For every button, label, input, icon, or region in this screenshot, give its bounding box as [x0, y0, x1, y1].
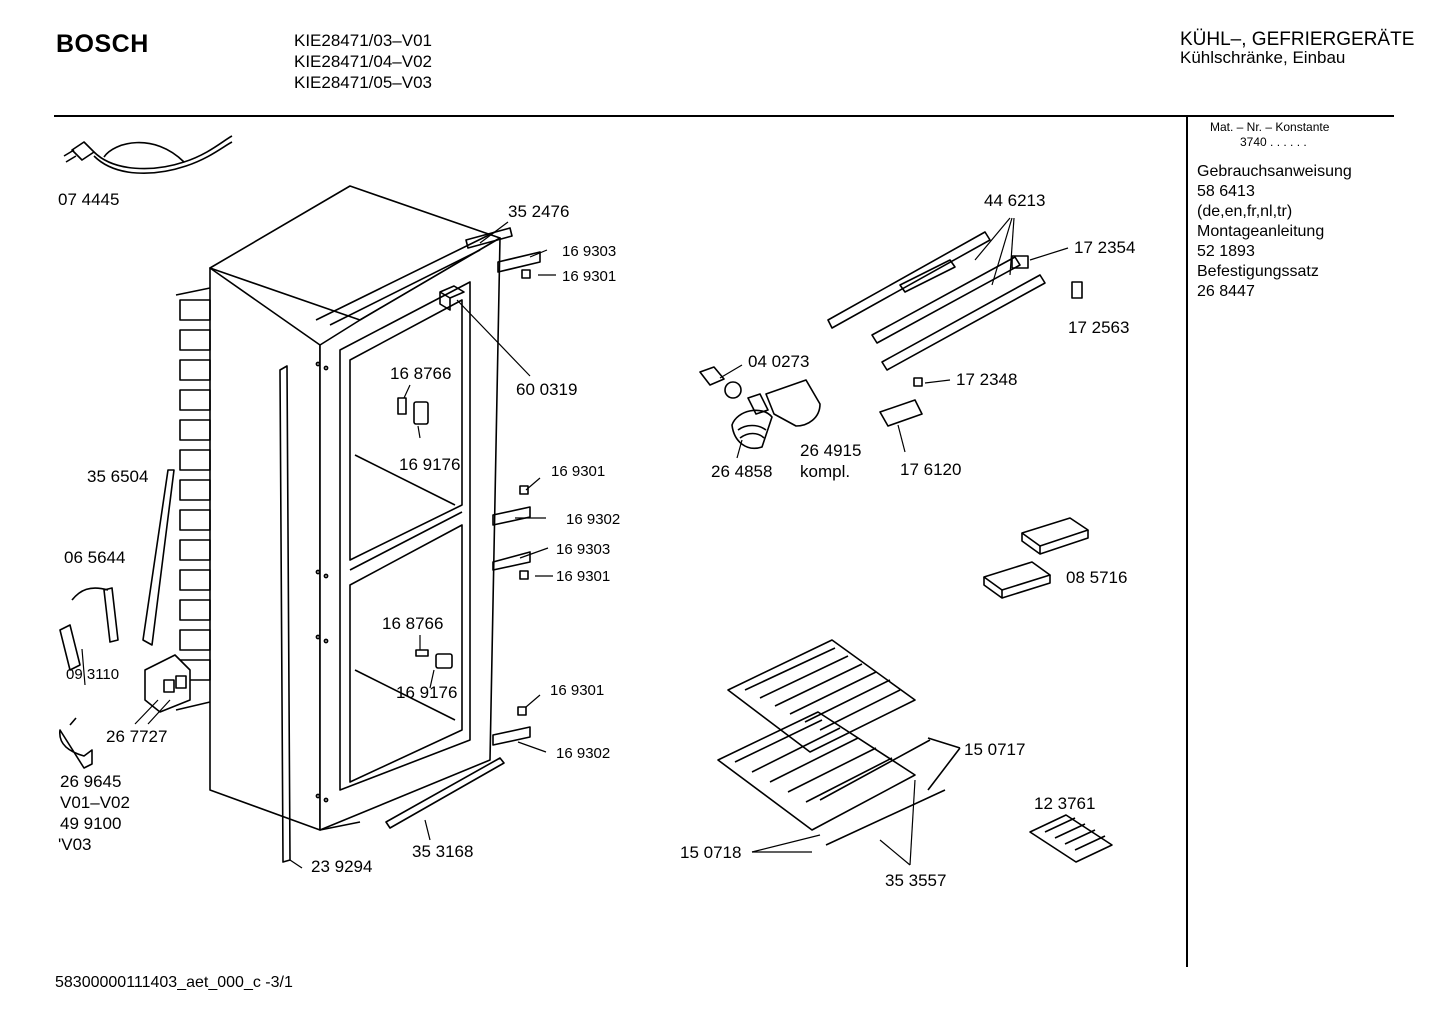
starter-relay-icon: [144, 654, 191, 713]
part-label-group: 07 4445 35 2476 16 9303 16 9301 60 0319 …: [58, 190, 1135, 890]
part-label: 26 4915: [800, 441, 861, 460]
part-label: 16 9176: [399, 455, 460, 474]
part-label: 16 9301: [550, 682, 604, 699]
part-label: 16 9303: [556, 541, 610, 558]
part-label: 16 9301: [562, 268, 616, 285]
condenser-coil-icon: [175, 287, 211, 711]
sidebar-line: Gebrauchsanweisung: [1197, 163, 1352, 180]
thermostat-icon: [439, 285, 465, 311]
sidebar-line: 52 1893: [1197, 243, 1255, 260]
part-label: 35 3557: [885, 871, 946, 890]
part-label: 16 8766: [382, 614, 443, 633]
part-label: 35 3168: [412, 842, 473, 861]
hinge-icon: [492, 251, 541, 746]
part-label: 26 4858: [711, 462, 772, 481]
part-label: 44 6213: [984, 191, 1045, 210]
part-label: 35 2476: [508, 202, 569, 221]
part-label: 16 9301: [551, 463, 605, 480]
filter-drier-icon: [59, 587, 119, 671]
part-label: 04 0273: [748, 352, 809, 371]
part-label: 17 2563: [1068, 318, 1129, 337]
sidebar-line: 58 6413: [1197, 183, 1255, 200]
part-label: 12 3761: [1034, 794, 1095, 813]
wire-shelf-icon: [717, 639, 961, 846]
model-number-2: KIE28471/04–V02: [294, 52, 433, 71]
ice-cube-tray-icon: [1029, 814, 1113, 863]
part-label: 15 0718: [680, 843, 741, 862]
bottom-trim-icon: [385, 757, 505, 829]
part-label: 35 6504: [87, 467, 148, 486]
part-label: 16 9302: [556, 745, 610, 762]
model-number-1: KIE28471/03–V01: [294, 31, 433, 50]
sidebar-heading-value: 3740 . . . . . .: [1240, 135, 1307, 149]
light-assembly-icon: [699, 366, 821, 449]
fridge-cabinet-icon: [209, 185, 501, 831]
sidebar-line: Befestigungssatz: [1197, 263, 1319, 280]
model-number-3: KIE28471/05–V03: [294, 73, 433, 92]
category-subtitle: Kühlschränke, Einbau: [1180, 48, 1346, 67]
part-label: 'V03: [58, 835, 92, 854]
part-label: 16 9301: [556, 568, 610, 585]
part-label: 16 9302: [566, 511, 620, 528]
part-label: kompl.: [800, 462, 850, 481]
side-trim-icon: [142, 469, 175, 646]
brand-logo: BOSCH: [56, 30, 149, 58]
ice-tray-icon: [983, 517, 1089, 599]
part-label: 60 0319: [516, 380, 577, 399]
part-label: 17 2348: [956, 370, 1017, 389]
sidebar-line: (de,en,fr,nl,tr): [1197, 203, 1293, 220]
sidebar-divider: [1186, 117, 1188, 967]
part-label: 07 4445: [58, 190, 119, 209]
sidebar-heading: Mat. – Nr. – Konstante: [1210, 120, 1330, 134]
part-label: 16 8766: [390, 364, 451, 383]
sidebar-line: Montageanleitung: [1197, 223, 1325, 240]
document-code: 58300000111403_aet_000_c -3/1: [55, 974, 293, 991]
part-label: 26 7727: [106, 727, 167, 746]
cable-plug-icon: [59, 717, 93, 769]
part-label: 08 5716: [1066, 568, 1127, 587]
part-label: 16 9303: [562, 243, 616, 260]
header-divider: [54, 115, 1394, 117]
part-label: 26 9645: [60, 772, 121, 791]
light-cover-icon: [827, 231, 1083, 427]
part-label: 15 0717: [964, 740, 1025, 759]
part-label: 17 6120: [900, 460, 961, 479]
part-label: 49 9100: [60, 814, 121, 833]
part-label: V01–V02: [60, 793, 130, 812]
leader-lines: [81, 217, 1069, 869]
part-label: 06 5644: [64, 548, 125, 567]
part-label: 23 9294: [311, 857, 372, 876]
category-title: KÜHL–, GEFRIERGERÄTE: [1180, 29, 1415, 50]
part-label: 16 9176: [396, 683, 457, 702]
part-label: 09 3110: [66, 666, 119, 683]
sidebar-line: 26 8447: [1197, 283, 1255, 300]
power-cord-icon: [63, 135, 233, 174]
lamp-holder-icon: [397, 397, 453, 669]
part-label: 17 2354: [1074, 238, 1135, 257]
